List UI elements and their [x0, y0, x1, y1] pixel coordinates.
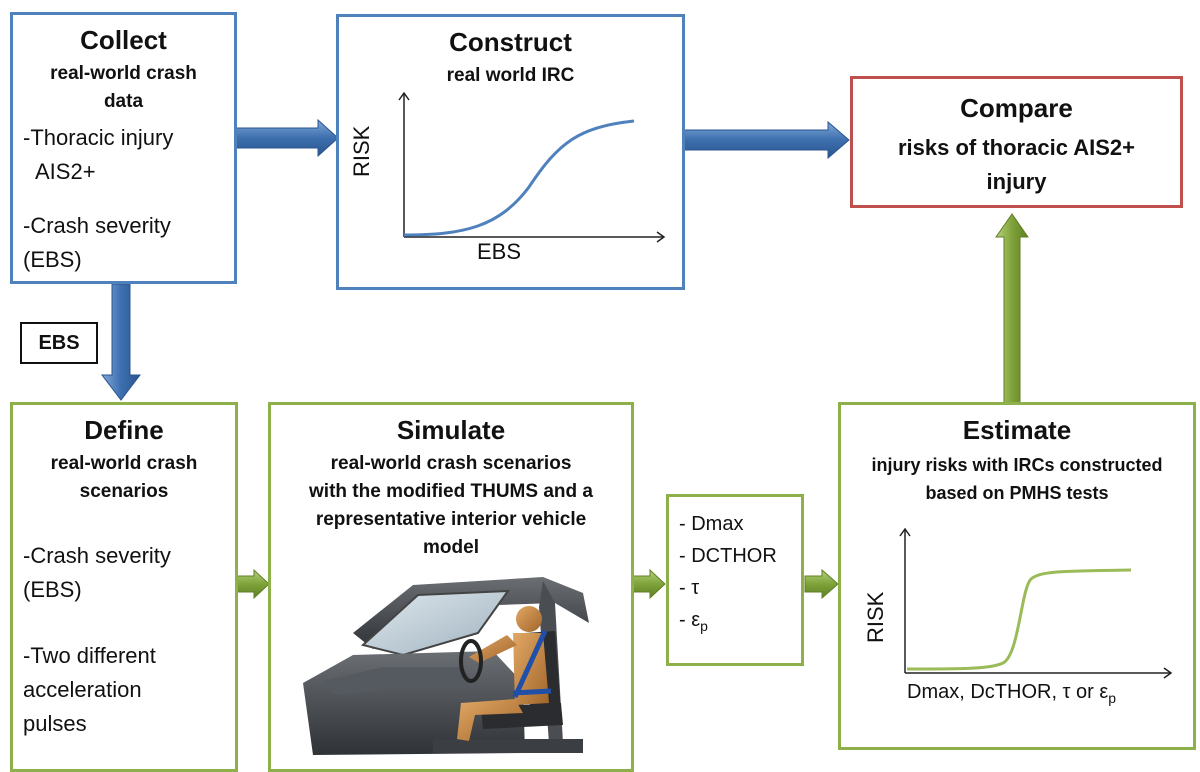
collect-box: Collect real-world crash data -Thoracic … [10, 12, 237, 284]
metric-epsilon-p-main: - ε [679, 609, 701, 631]
estimate-xlabel-sub: p [1108, 690, 1117, 706]
simulate-box: Simulate real-world crash scenarios with… [268, 402, 634, 772]
construct-risk-curve [403, 119, 635, 237]
estimate-subtitle-2: based on PMHS tests [925, 483, 1109, 503]
collect-item-1a: -Thoracic injury [23, 125, 174, 150]
define-box: Define real-world crash scenarios -Crash… [10, 402, 238, 772]
arrow-collect-to-construct [234, 118, 339, 158]
collect-item-2b: (EBS) [23, 247, 82, 272]
define-item-1b: (EBS) [23, 577, 82, 602]
ebs-tag-label: EBS [38, 332, 80, 354]
estimate-ylabel: RISK [863, 591, 888, 643]
construct-xlabel: EBS [477, 239, 522, 264]
vehicle-thums-model-image [303, 577, 589, 755]
metric-dmax: - Dmax [679, 513, 744, 535]
metric-epsilon-p-sub: p [700, 618, 708, 634]
construct-subtitle: real world IRC [446, 65, 575, 86]
metrics-box: - Dmax - DCTHOR - τ - εp [666, 494, 804, 666]
simulate-subtitle-3: representative interior vehicle [315, 509, 587, 530]
arrow-estimate-to-compare [995, 213, 1029, 404]
define-item-2b: acceleration [23, 677, 142, 702]
collect-item-2a: -Crash severity [23, 213, 171, 238]
compare-subtitle-1: risks of thoracic AIS2+ [897, 135, 1135, 160]
estimate-xlabel-main: Dmax, DcTHOR, τ or ε [907, 681, 1109, 703]
simulate-subtitle-4: model [423, 537, 479, 558]
arrow-construct-to-compare [683, 120, 850, 160]
estimate-box: Estimate injury risks with IRCs construc… [838, 402, 1196, 750]
collect-subtitle-2: data [103, 91, 144, 112]
define-title: Define [84, 415, 164, 445]
compare-box: Compare risks of thoracic AIS2+ injury [850, 76, 1183, 208]
define-item-1a: -Crash severity [23, 543, 171, 568]
compare-title: Compare [960, 93, 1073, 123]
collect-subtitle-1: real-world crash [50, 63, 197, 84]
estimate-title: Estimate [962, 415, 1072, 445]
define-subtitle-2: scenarios [79, 481, 169, 502]
define-item-2a: -Two different [23, 643, 156, 668]
metric-epsilon-p: - εp [679, 605, 708, 641]
construct-ylabel: RISK [349, 125, 374, 177]
metric-tau: - τ [679, 577, 700, 599]
simulate-subtitle-2: with the modified THUMS and a [309, 481, 593, 502]
arrow-collect-to-define [100, 283, 142, 401]
arrow-metrics-to-estimate [804, 568, 839, 600]
collect-title: Collect [80, 25, 167, 55]
estimate-irc-plot [899, 527, 1173, 679]
estimate-risk-curve [906, 568, 1132, 671]
simulate-subtitle-1: real-world crash scenarios [330, 453, 572, 474]
collect-item-1b: AIS2+ [35, 159, 96, 184]
simulate-title: Simulate [396, 415, 506, 445]
arrow-simulate-to-metrics [632, 568, 666, 600]
estimate-xlabel: Dmax, DcTHOR, τ or εp [907, 681, 1116, 706]
estimate-subtitle-1: injury risks with IRCs constructed [871, 455, 1163, 475]
define-subtitle-1: real-world crash [50, 453, 198, 474]
arrow-define-to-simulate [235, 568, 270, 600]
construct-title: Construct [449, 27, 572, 57]
construct-irc-plot [398, 91, 666, 243]
construct-box: Construct real world IRC RISK EBS [336, 14, 685, 290]
ebs-tag: EBS [20, 322, 98, 364]
compare-subtitle-2: injury [986, 169, 1047, 194]
metric-dcthor: - DCTHOR [679, 545, 777, 567]
define-item-2c: pulses [23, 711, 87, 736]
